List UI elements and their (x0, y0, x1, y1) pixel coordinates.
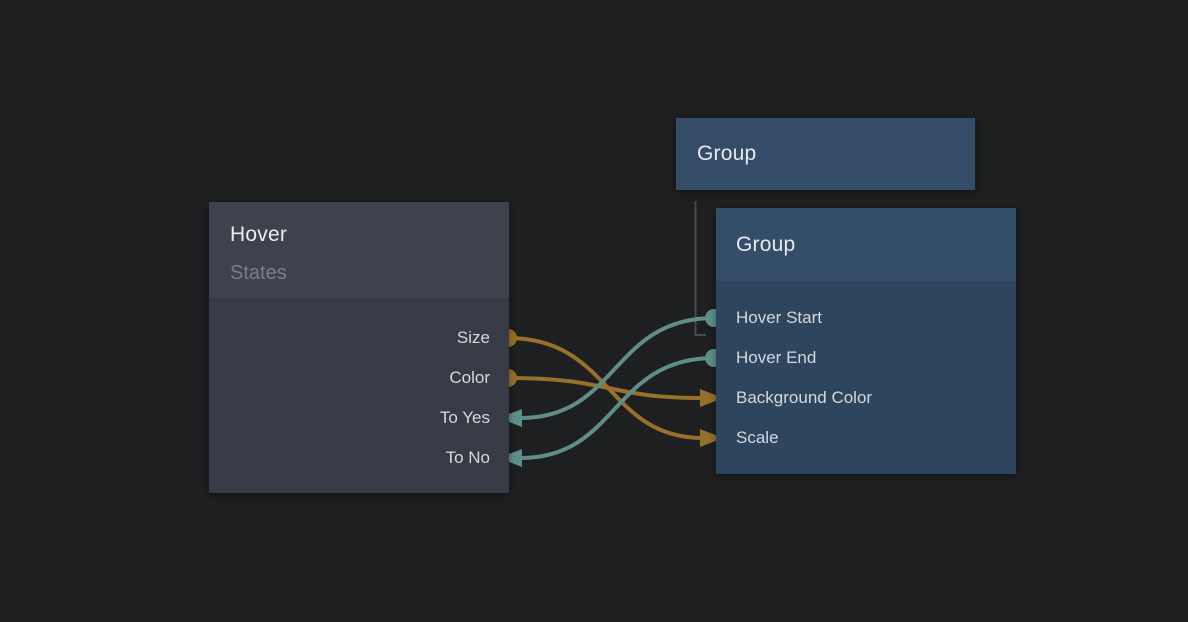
port-row-background-color[interactable]: Background Color (716, 378, 1016, 418)
port-label: Color (449, 368, 490, 387)
wire-hover-end-to-to-no[interactable] (519, 356, 716, 460)
wire-hover-start-to-to-yes[interactable] (519, 316, 716, 420)
node-group-child-body: Hover Start Hover End Background Color S… (716, 281, 1016, 474)
port-row-hover-end[interactable]: Hover End (716, 338, 1016, 378)
port-label: Size (456, 328, 490, 347)
port-row-size[interactable]: Size (209, 318, 509, 358)
node-title: Group (697, 142, 757, 165)
node-group-child-header[interactable]: Group (716, 208, 1016, 281)
port-label: Hover Start (736, 308, 822, 327)
port-label: Hover End (736, 348, 817, 367)
node-group-child[interactable]: Group Hover Start Hover End Background C… (716, 208, 1016, 474)
node-subtitle: States (230, 262, 287, 284)
port-label: To No (445, 448, 490, 467)
port-label: Background Color (736, 388, 873, 407)
port-label: To Yes (439, 408, 490, 427)
node-title: Hover (230, 223, 288, 246)
wire-color-to-background-color[interactable] (506, 376, 705, 400)
port-row-hover-start[interactable]: Hover Start (716, 298, 1016, 338)
port-row-to-yes[interactable]: To Yes (209, 398, 509, 438)
node-hover-states[interactable]: Hover States Size Color To Yes To No (209, 202, 509, 493)
hierarchy-elbow-line (694, 201, 706, 336)
port-label: Scale (736, 428, 779, 447)
node-hover-header[interactable]: Hover States (209, 202, 509, 298)
node-hover-body: Size Color To Yes To No (209, 298, 509, 493)
port-row-color[interactable]: Color (209, 358, 509, 398)
port-row-to-no[interactable]: To No (209, 438, 509, 478)
node-title: Group (736, 232, 796, 256)
port-row-scale[interactable]: Scale (716, 418, 1016, 458)
node-group-parent[interactable]: Group (676, 118, 975, 190)
